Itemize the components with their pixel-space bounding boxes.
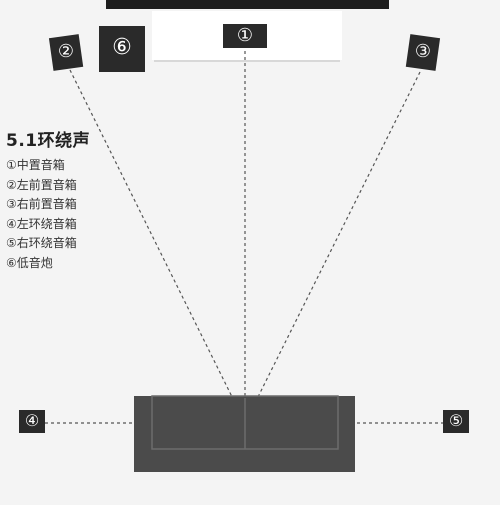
speaker-subwoofer-label: ⑥ (112, 35, 132, 60)
legend-item-subwoofer: ⑥低音炮 (6, 255, 53, 270)
speaker-surround-right-label: ⑤ (448, 411, 464, 430)
line-front-right (244, 71, 421, 424)
speaker-front-left-label: ② (57, 41, 75, 62)
speaker-surround-right-box (443, 410, 469, 433)
legend-item-surround-left: ④左环绕音箱 (6, 216, 77, 231)
legend: 5.1环绕声 ①中置音箱 ②左前置音箱 ③右前置音箱 ④左环绕音箱 ⑤右环绕音箱… (6, 126, 90, 273)
speaker-front-right-box (405, 34, 441, 71)
line-front-left (69, 69, 246, 424)
speaker-center-box (223, 24, 267, 48)
speaker-surround-left-label: ④ (24, 411, 40, 430)
tv-screen (106, 0, 389, 9)
speaker-front-right-label: ③ (414, 41, 432, 62)
speaker-surround-left-box (19, 410, 45, 433)
speaker-front-left-box (48, 34, 84, 71)
legend-item-front-right: ③右前置音箱 (6, 197, 77, 211)
sofa (134, 395, 355, 472)
legend-title: 5.1环绕声 (6, 131, 91, 151)
sound-lines (45, 45, 448, 424)
legend-item-front-left: ②左前置音箱 (6, 177, 77, 192)
legend-item-center: ①中置音箱 (6, 158, 65, 172)
speaker-subwoofer-box (99, 26, 145, 72)
speaker-center-label: ① (236, 25, 254, 46)
legend-item-surround-right: ⑤右环绕音箱 (6, 236, 77, 250)
